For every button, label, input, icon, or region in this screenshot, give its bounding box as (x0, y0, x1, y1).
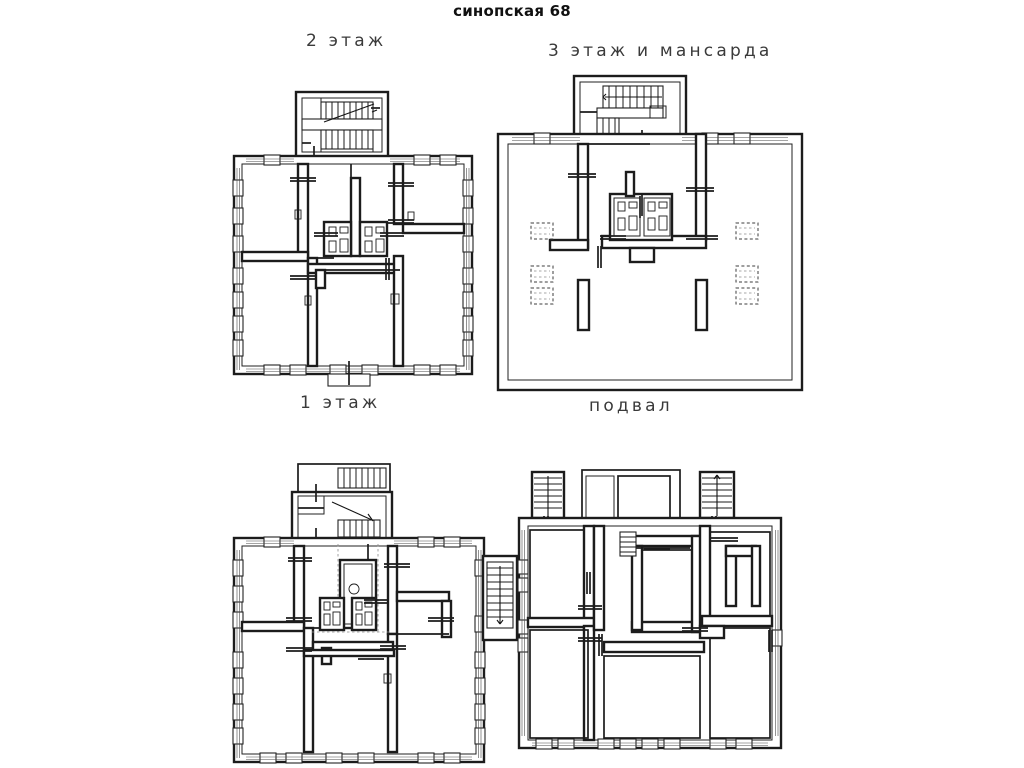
window-openings-west-basement (517, 530, 529, 736)
window-openings-south-floor1 (246, 752, 472, 764)
plan-caption-floor2: 2 этаж (306, 31, 387, 51)
window-openings-north-floor1 (246, 536, 472, 548)
floorplan-basement (517, 469, 783, 750)
stair-flight-upper (320, 101, 374, 120)
door-openings-floor1 (286, 544, 454, 684)
stair-flight-lower (320, 129, 374, 150)
basement-stair-northwest (530, 470, 566, 534)
window-openings-west-floor2 (232, 168, 244, 370)
window-openings-south-floor2 (246, 361, 460, 387)
plan-caption-basement: подвал (589, 396, 673, 416)
sanitary-core-floor2 (322, 220, 389, 258)
plan-caption-floor1: 1 этаж (300, 393, 381, 413)
stair-tower-floor3 (572, 74, 688, 144)
window-openings-east-floor2 (462, 168, 474, 370)
column-piers-floor3 (576, 278, 709, 332)
dashed-roof-outline-group-east (735, 222, 759, 305)
basement-inner-stair (619, 531, 637, 557)
interior-partitions-floor1 (240, 544, 453, 754)
basement-north-annex (581, 469, 681, 523)
dashed-roof-outline-group-west (530, 222, 554, 305)
floorplan-floor2 (232, 90, 474, 387)
window-openings-east-floor1 (474, 550, 486, 758)
floorplan-floor1 (232, 463, 519, 764)
door-openings-floor2 (290, 164, 415, 306)
page-title: синопская 68 (453, 2, 571, 20)
basement-rooms-east (698, 524, 774, 739)
window-openings-west-floor1 (232, 550, 244, 758)
sanitary-core-floor3 (608, 170, 674, 242)
interior-partitions-floor3 (548, 132, 708, 264)
stair-flight-lower-floor1 (337, 519, 381, 538)
window-openings-north-floor2 (246, 154, 460, 166)
stair-tower-floor1 (290, 463, 394, 546)
plan-caption-floor3: 3 этаж и мансарда (548, 41, 773, 61)
stair-flight-upper-floor3 (602, 85, 664, 109)
door-openings-basement (578, 537, 773, 656)
floorplan-floor3 (496, 74, 804, 392)
window-openings-south-basement (532, 738, 768, 750)
interior-partitions-floor2 (240, 162, 466, 368)
stair-flight-upper-floor1 (337, 467, 387, 489)
stair-tower-floor2 (294, 90, 390, 160)
external-staircase-floor1 (481, 554, 519, 642)
door-openings-floor3 (568, 173, 718, 268)
